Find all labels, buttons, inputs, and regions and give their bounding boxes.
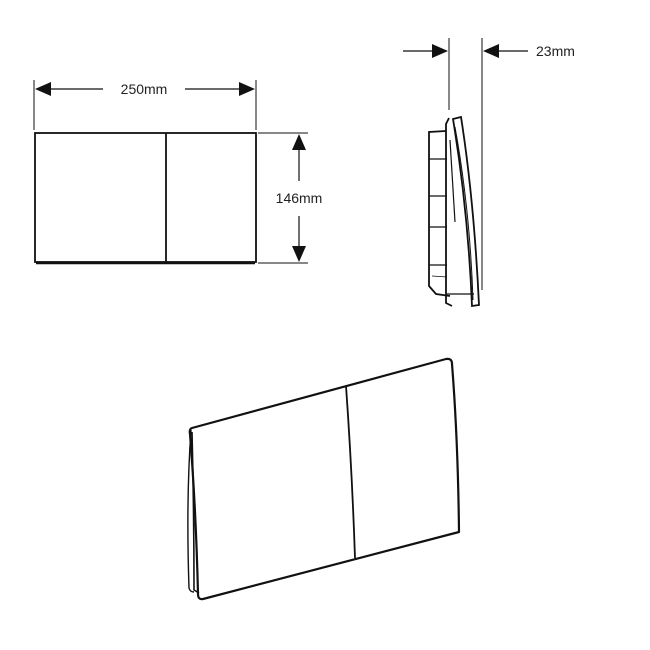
cover-plate bbox=[451, 115, 480, 308]
cover-plate-inner-edge bbox=[454, 126, 474, 301]
rib bbox=[431, 275, 448, 278]
perspective-plate-outline bbox=[188, 357, 461, 601]
front-view bbox=[33, 80, 308, 265]
arrow-down-icon bbox=[292, 246, 306, 262]
frame-body bbox=[428, 130, 451, 297]
arrow-right-icon bbox=[432, 44, 448, 58]
mounting-strut bbox=[449, 139, 456, 223]
side-view bbox=[403, 38, 528, 308]
perspective-backing-edge bbox=[191, 431, 200, 594]
depth-label: 23mm bbox=[536, 43, 575, 59]
front-plate-outline bbox=[34, 132, 257, 263]
arrow-left-icon bbox=[35, 82, 51, 96]
arrow-right-icon bbox=[239, 82, 255, 96]
mounting-plate bbox=[445, 117, 453, 307]
arrow-up-icon bbox=[292, 134, 306, 150]
perspective-backing-flap bbox=[187, 429, 195, 593]
perspective-view bbox=[187, 357, 461, 601]
width-label: 250mm bbox=[121, 81, 168, 97]
height-label: 146mm bbox=[276, 190, 323, 206]
arrow-left-icon bbox=[483, 44, 499, 58]
perspective-button-divider bbox=[345, 385, 356, 559]
